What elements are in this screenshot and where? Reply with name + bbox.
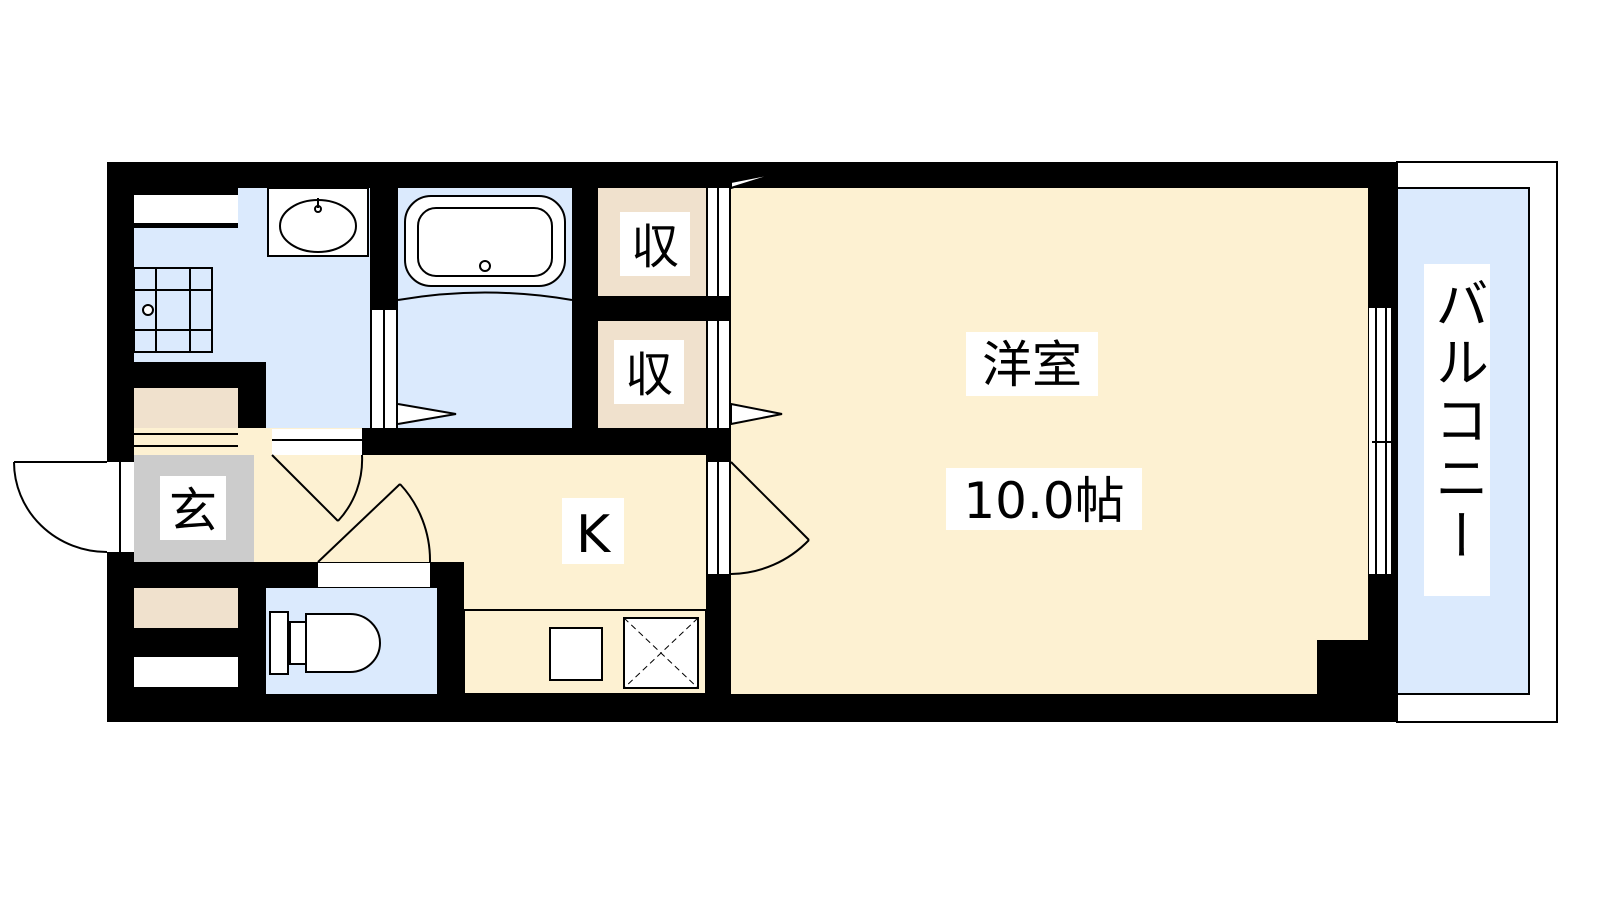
toilet-door-swing xyxy=(399,483,432,563)
storage-1-door-fold xyxy=(730,171,783,190)
western-room-size: 10.0帖 xyxy=(963,472,1124,530)
bath-storage-wall xyxy=(572,188,598,428)
kitchen-label: K xyxy=(576,505,612,565)
bath-hall-wall xyxy=(362,428,706,455)
storage-2-door-fold xyxy=(730,402,783,426)
lower-left-window-sill xyxy=(134,657,238,687)
bathtub-drain xyxy=(479,260,491,272)
washroom-door-gap xyxy=(272,429,362,455)
western-room-door-swing xyxy=(730,539,810,575)
toilet-bowl xyxy=(305,613,381,673)
western-room-door-leaf xyxy=(730,461,810,541)
balcony-label-bg xyxy=(1424,264,1490,596)
bathtub-inner xyxy=(417,207,553,277)
washroom-door-swing xyxy=(337,454,364,522)
fridge-space-cross xyxy=(623,617,699,689)
storage-1-label: 収 xyxy=(631,219,679,275)
bathroom-floor-step xyxy=(397,291,573,301)
washroom-door-leaf xyxy=(271,454,339,522)
western-room-corner-column xyxy=(1317,640,1369,695)
kitchen-label-bg xyxy=(562,498,624,564)
balcony-label: バルコニー xyxy=(1426,276,1489,566)
storage-divider-wall xyxy=(598,296,731,321)
toilet-tank-lid xyxy=(289,621,307,665)
entrance-label-bg xyxy=(160,476,226,540)
western-room-floor xyxy=(731,188,1368,694)
shoe-rack-lower-floor xyxy=(134,588,238,628)
western-room-size-bg xyxy=(946,468,1142,530)
storage-1-label-bg xyxy=(620,212,690,276)
bathroom-door-fold xyxy=(397,403,457,425)
kitchen-sink xyxy=(549,627,603,681)
storage-2-label: 収 xyxy=(625,347,673,403)
washing-machine-drain xyxy=(142,304,154,316)
entrance-label: 玄 xyxy=(169,483,217,539)
toilet-right-wall xyxy=(437,562,464,694)
western-room-label: 洋室 xyxy=(982,336,1082,394)
wash-basin-drain xyxy=(314,205,322,213)
toilet-door-gap xyxy=(318,563,430,587)
western-room-label-bg xyxy=(966,332,1098,396)
storage-2-label-bg xyxy=(614,340,684,404)
washroom-window-sill xyxy=(134,195,238,223)
washroom-toilet-column xyxy=(238,562,266,694)
shoe-rack-floor xyxy=(134,388,238,428)
toilet-tank xyxy=(269,611,289,675)
toilet-door-leaf xyxy=(317,483,401,563)
entrance-door-swing xyxy=(13,461,108,553)
